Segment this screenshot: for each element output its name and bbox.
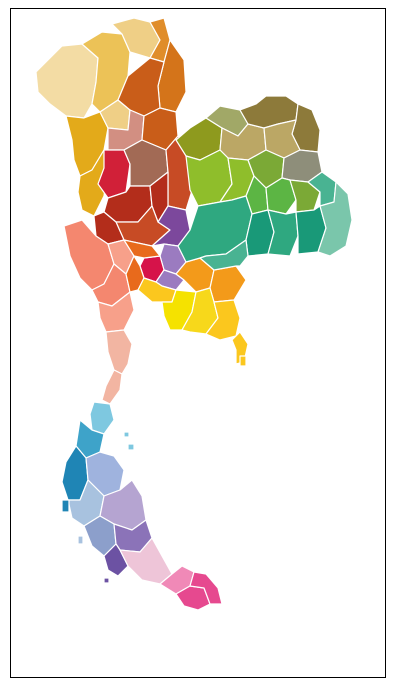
province-ubon[interactable] xyxy=(317,181,353,257)
region-north-upper xyxy=(107,17,187,151)
region-isan-north xyxy=(175,95,321,161)
region-south-upper xyxy=(61,369,125,501)
region-isan-middle xyxy=(185,149,337,215)
province-sa-kaeo[interactable] xyxy=(209,265,247,303)
island-koh-phangan xyxy=(123,431,130,438)
island-koh-tarutao xyxy=(103,577,110,584)
region-isan-south xyxy=(177,181,353,271)
province-prachuap-south[interactable] xyxy=(101,369,123,405)
region-west xyxy=(63,219,135,375)
island-koh-chang xyxy=(239,355,247,367)
region-south-lower xyxy=(103,537,223,611)
province-mae-hong-son[interactable] xyxy=(35,43,99,119)
region-south-middle xyxy=(67,479,153,557)
region-central xyxy=(123,205,191,293)
island-phuket xyxy=(61,499,70,513)
province-surin[interactable] xyxy=(267,209,299,257)
province-narathiwat[interactable] xyxy=(189,571,223,605)
province-ayutthaya[interactable] xyxy=(123,239,161,259)
province-chumphon[interactable] xyxy=(89,401,115,435)
islands xyxy=(61,355,247,584)
region-east xyxy=(137,257,249,365)
province-chaiyaphum-south[interactable] xyxy=(199,239,249,271)
island-koh-lanta xyxy=(77,535,84,545)
province-chachoengsao[interactable] xyxy=(137,277,177,303)
province-prachuap[interactable] xyxy=(105,329,133,375)
province-tak[interactable] xyxy=(77,149,109,217)
province-phetchaburi[interactable] xyxy=(97,291,135,333)
province-chanthaburi[interactable] xyxy=(205,299,241,341)
island-koh-samui xyxy=(127,443,135,451)
